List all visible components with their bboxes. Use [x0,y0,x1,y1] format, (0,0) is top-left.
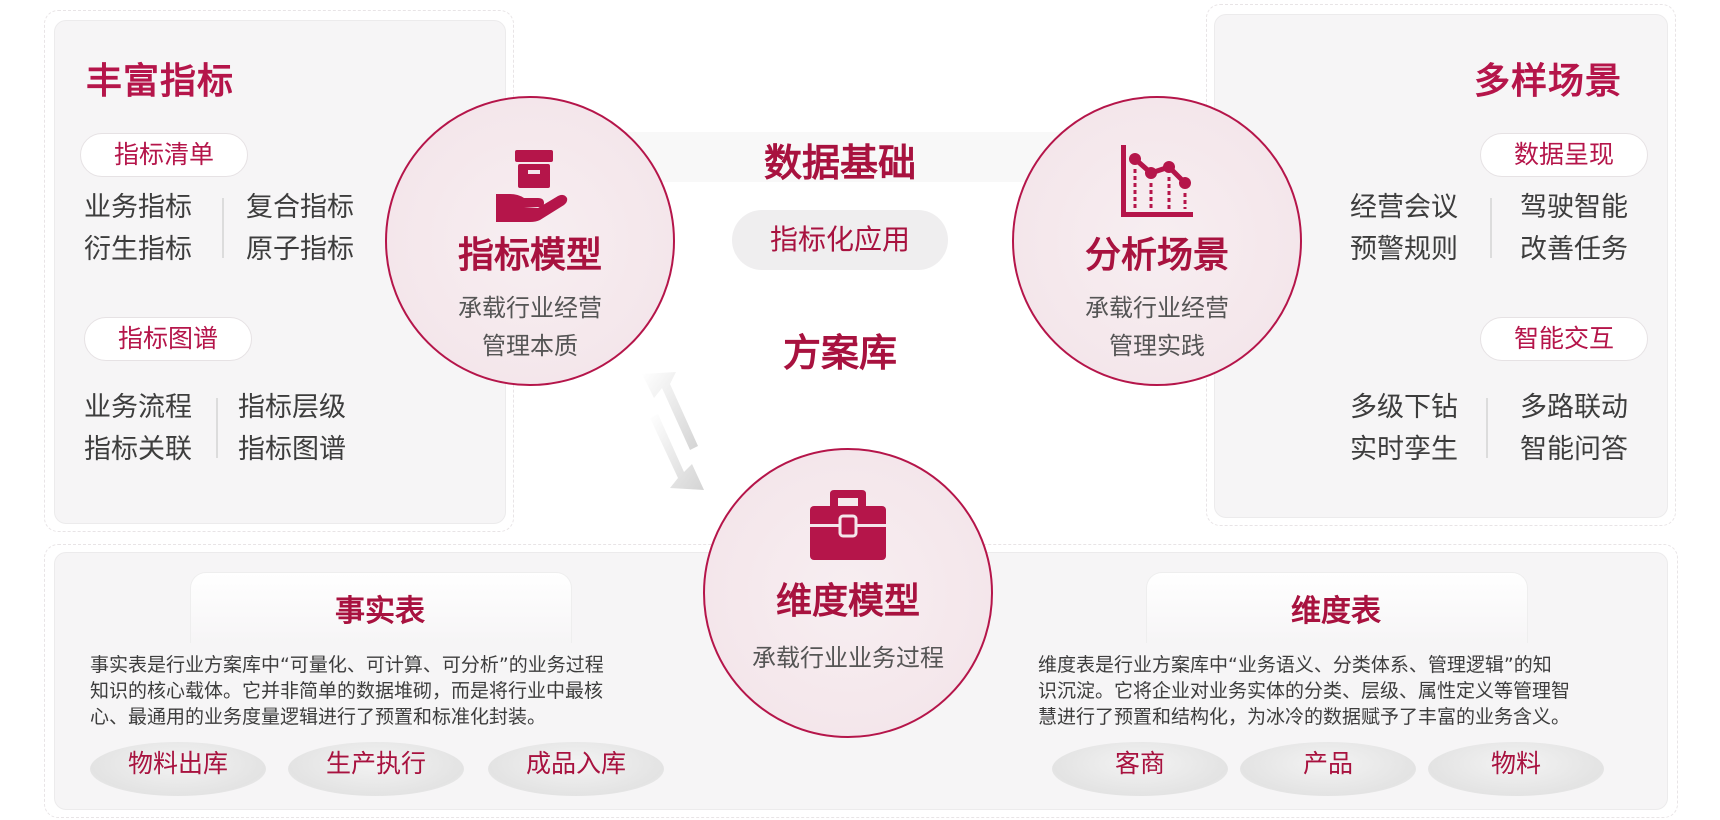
dim-table-desc-line: 识沉淀。它将企业对业务实体的分类、层级、属性定义等管理智 [1038,680,1571,702]
fact-table-desc-line: 心、最通用的业务度量逻辑进行了预置和标准化封装。 [90,706,547,728]
hand-box-icon [496,150,568,222]
dim-table-title: 维度表 [1291,594,1381,629]
list-item: 复合指标 [246,192,354,223]
tag-label: 生产执行 [325,749,426,778]
list-item: 业务指标 [84,192,192,223]
list-item: 业务流程 [84,392,192,423]
metric-model-sub2: 管理本质 [482,332,578,360]
fact-table-card-head [190,572,572,643]
list-item: 经营会议 [1350,192,1458,223]
dimension-model-sub1: 承载行业业务过程 [752,644,944,672]
tag-label: 物料出库 [127,749,228,778]
double-arrow-icon [642,372,704,490]
list-item: 预警规则 [1350,234,1458,265]
center-middle-pill: 指标化应用 [732,210,948,270]
pill-smart-interaction[interactable]: 智能交互 [1480,317,1648,361]
divider [222,198,224,258]
tag-product[interactable]: 产品 [1240,742,1416,796]
tag-label: 物料 [1490,749,1541,778]
pill-metric-list[interactable]: 指标清单 [80,133,248,177]
tag-material-outbound[interactable]: 物料出库 [90,742,266,796]
metric-model-circle[interactable]: 指标模型 承载行业经营 管理本质 [385,96,675,386]
list-item: 多路联动 [1520,392,1628,423]
pill-data-presentation[interactable]: 数据呈现 [1480,133,1648,177]
tag-production-execution[interactable]: 生产执行 [288,742,464,796]
tag-material[interactable]: 物料 [1428,742,1604,796]
list-item: 指标层级 [238,392,346,423]
tag-label: 成品入库 [525,749,626,778]
center-bottom-label: 方案库 [782,331,897,375]
fact-table-desc-line: 事实表是行业方案库中“可量化、可计算、可分析”的业务过程 [90,654,604,676]
list-item: 指标关联 [84,434,192,465]
left-panel-title: 丰富指标 [86,61,235,102]
list-item: 原子指标 [246,234,354,265]
list-item: 智能问答 [1520,434,1628,465]
dim-table-desc-line: 维度表是行业方案库中“业务语义、分类体系、管理逻辑”的知 [1038,654,1552,676]
dimension-model-title: 维度模型 [775,581,920,622]
tag-label: 产品 [1302,749,1353,778]
tag-label: 客商 [1114,749,1165,778]
analysis-scene-sub1: 承载行业经营 [1085,294,1229,322]
line-chart-icon [1121,145,1193,217]
metric-model-title: 指标模型 [457,235,602,276]
analysis-scene-sub2: 管理实践 [1109,332,1205,360]
dim-table-card-head [1146,572,1528,643]
list-item: 衍生指标 [84,234,192,265]
metric-model-sub1: 承载行业经营 [458,294,602,322]
list-item: 驾驶智能 [1520,192,1628,223]
pill-metric-graph[interactable]: 指标图谱 [84,317,252,361]
tag-finished-goods-inbound[interactable]: 成品入库 [488,742,664,796]
list-item: 指标图谱 [238,434,346,465]
fact-table-desc-line: 知识的核心载体。它并非简单的数据堆砌，而是将行业中最核 [90,680,604,702]
fact-table-title: 事实表 [335,594,425,629]
list-item: 多级下钻 [1350,392,1458,423]
divider [1486,398,1488,458]
toolbox-icon [810,490,886,560]
list-item: 实时孪生 [1350,434,1458,465]
connector-band [610,132,1060,182]
dimension-model-circle[interactable]: 维度模型 承载行业业务过程 [703,448,993,738]
analysis-scene-title: 分析场景 [1084,235,1229,276]
tag-customer-supplier[interactable]: 客商 [1052,742,1228,796]
list-item: 改善任务 [1520,234,1628,265]
divider [1490,198,1492,258]
dim-table-desc-line: 慧进行了预置和结构化，为冰冷的数据赋予了丰富的业务含义。 [1038,706,1571,728]
center-top-label: 数据基础 [763,141,916,185]
right-panel-title: 多样场景 [1474,61,1623,102]
divider [216,398,218,458]
analysis-scene-circle[interactable]: 分析场景 承载行业经营 管理实践 [1012,96,1302,386]
